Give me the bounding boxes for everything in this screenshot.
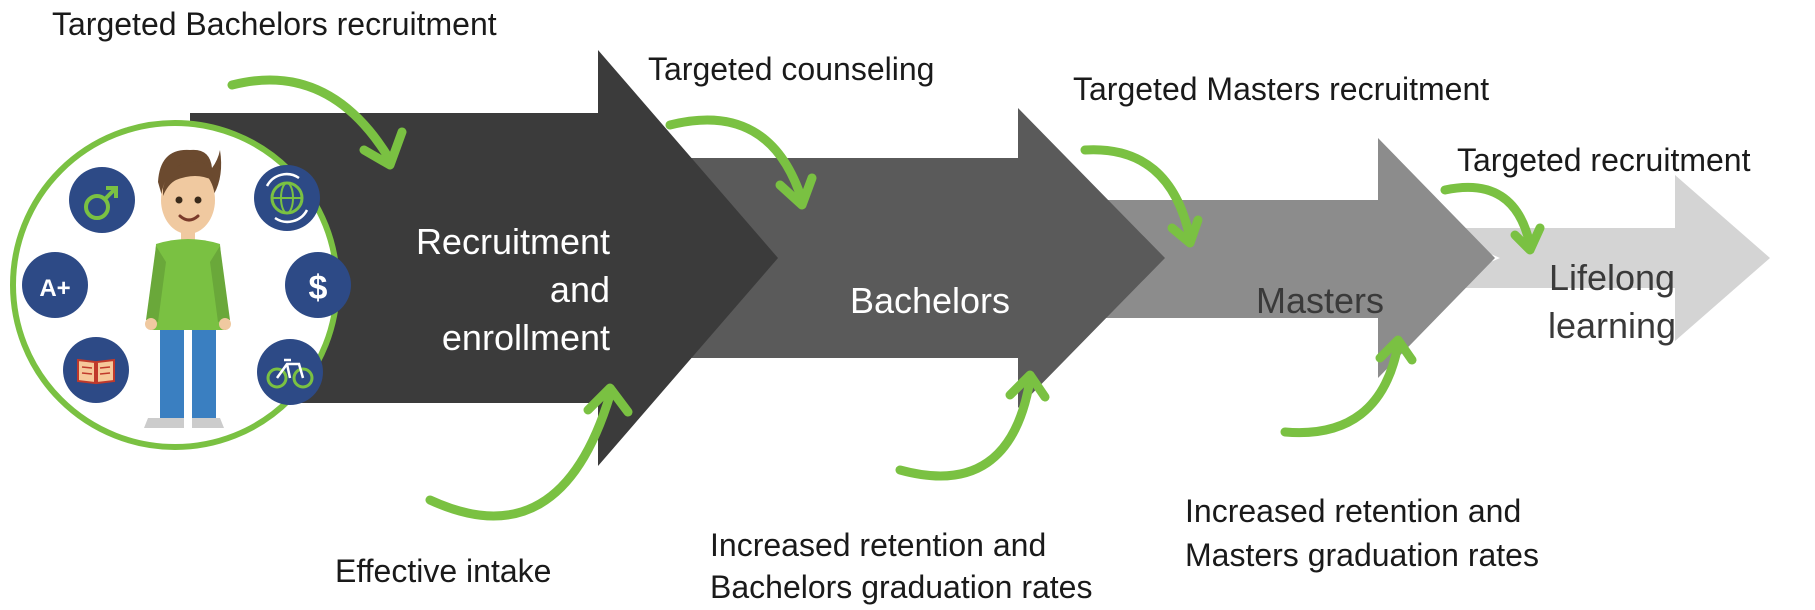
arrow-targeted-masters-icon xyxy=(1080,145,1203,248)
stage-arrow-lifelong xyxy=(1430,175,1770,341)
label-line: Increased retention and xyxy=(1185,493,1521,529)
grade-a-plus-icon: A+ xyxy=(22,252,88,318)
label-targeted-counseling: Targeted counseling xyxy=(648,51,934,87)
stage-label-recruitment: Recruitment and enrollment xyxy=(416,221,610,358)
stage-label-masters: Masters xyxy=(1256,280,1384,321)
green-curve-arrows xyxy=(227,75,1545,521)
label-line: Increased retention and xyxy=(710,527,1046,563)
stage-label-bachelors: Bachelors xyxy=(850,280,1010,321)
book-icon xyxy=(63,337,129,403)
globe-icon xyxy=(254,165,320,231)
dollar-glyph: $ xyxy=(309,269,328,307)
bicycle-icon xyxy=(257,339,323,405)
label-bachelors-retention: Increased retention and Bachelors gradua… xyxy=(710,527,1092,605)
stage-label-line: learning xyxy=(1548,305,1676,346)
stage-arrow-masters xyxy=(1070,138,1495,378)
stage-label-lifelong: Lifelong learning xyxy=(1548,257,1676,346)
arrow-targeted-bachelors-icon xyxy=(227,75,407,170)
label-masters-retention: Increased retention and Masters graduati… xyxy=(1185,493,1539,573)
student-circle: A+ $ xyxy=(10,120,351,450)
stage-arrow-recruitment xyxy=(190,50,778,466)
arrow-masters-retention-icon xyxy=(1280,335,1417,438)
label-targeted-bachelors: Targeted Bachelors recruitment xyxy=(52,6,497,42)
dollar-icon: $ xyxy=(285,252,351,318)
arrow-targeted-recruitment-icon xyxy=(1440,182,1545,255)
label-line: Bachelors graduation rates xyxy=(710,569,1092,605)
arrow-effective-intake-icon xyxy=(425,383,633,521)
label-targeted-recruitment: Targeted recruitment xyxy=(1457,142,1751,178)
stage-label-line: and xyxy=(550,269,610,310)
male-symbol-icon xyxy=(69,167,135,233)
label-targeted-masters: Targeted Masters recruitment xyxy=(1073,71,1489,107)
stage-label-line: enrollment xyxy=(442,317,610,358)
grade-glyph: A+ xyxy=(39,275,70,302)
arrow-targeted-counseling-icon xyxy=(665,115,817,210)
label-effective-intake: Effective intake xyxy=(335,553,551,589)
student-figure-icon xyxy=(144,149,231,428)
arrow-bachelors-retention-icon xyxy=(895,370,1050,481)
stage-label-line: Recruitment xyxy=(416,221,610,262)
label-line: Masters graduation rates xyxy=(1185,537,1539,573)
stage-label-line: Lifelong xyxy=(1549,257,1675,298)
stage-arrow-bachelors xyxy=(660,108,1165,408)
